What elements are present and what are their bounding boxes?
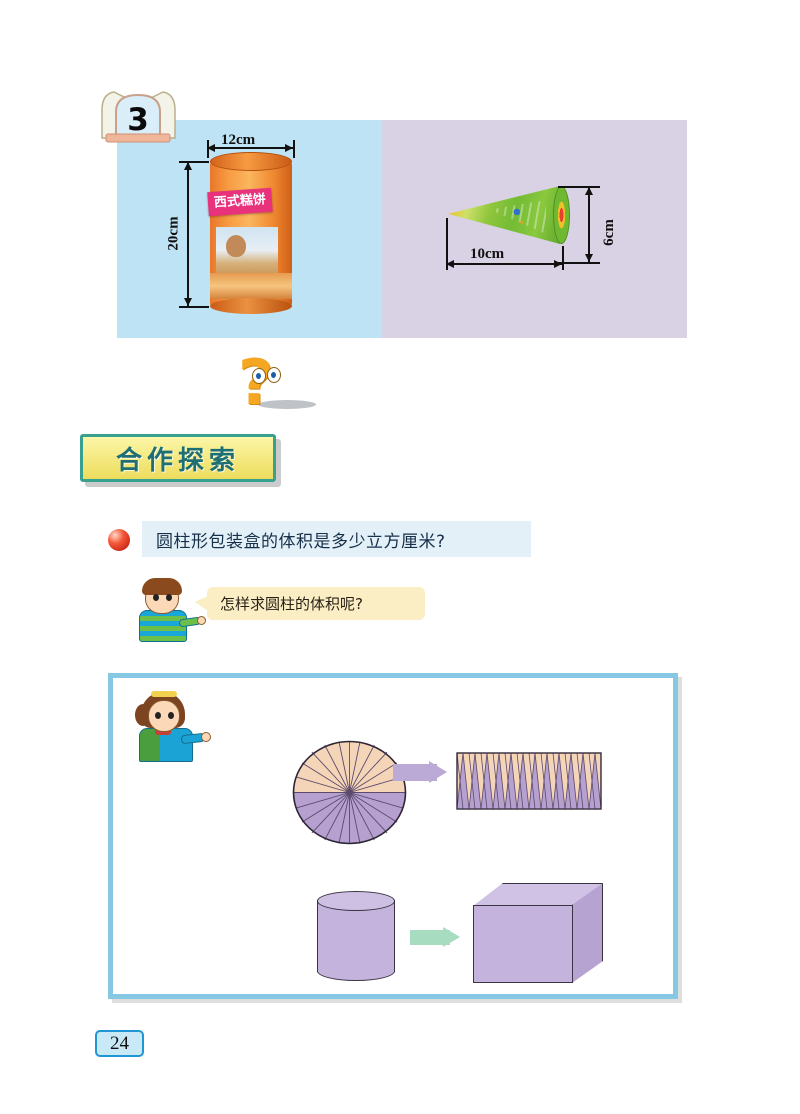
width-arrow-right-icon xyxy=(285,144,293,152)
exploration-diagram-box xyxy=(108,673,678,999)
cylinder-top xyxy=(317,891,395,911)
cookie-can-illustration: 西式糕饼 xyxy=(207,152,292,314)
girl-character xyxy=(135,690,211,762)
height-arrow-down-icon xyxy=(184,298,192,306)
transform-arrow-solid-icon xyxy=(410,927,462,954)
height-arrow-up-icon xyxy=(184,162,192,170)
boy-eye-right-icon xyxy=(166,594,172,601)
cylinder-solid xyxy=(317,891,395,981)
arrow-shaft xyxy=(410,930,450,945)
question-box: 圆柱形包装盒的体积是多少立方厘米? xyxy=(142,521,531,557)
cooperative-exploration-banner: 合作探索 xyxy=(80,434,276,482)
boy-speech-bubble: 怎样求圆柱的体积呢? xyxy=(195,587,425,620)
page-number: 24 xyxy=(95,1030,144,1057)
can-bottom-stripe xyxy=(210,273,292,299)
cone-height-arrow-down-icon xyxy=(585,254,593,262)
question-bullet-icon xyxy=(108,529,130,551)
mascot-shadow xyxy=(258,400,316,409)
rearranged-sectors-svg xyxy=(456,752,602,810)
badge-arch-icon: 3 xyxy=(101,91,176,143)
cone-height-dimension-line xyxy=(588,188,590,262)
mascot-eye-right-icon xyxy=(267,367,281,383)
banner-title: 合作探索 xyxy=(115,445,240,476)
height-tick-top xyxy=(179,161,209,163)
cone-length-arrow-left-icon xyxy=(446,260,454,268)
boy-eye-left-icon xyxy=(153,594,159,601)
girl-eye-left-icon xyxy=(155,712,161,719)
can-picture-art xyxy=(216,227,278,279)
section-number-text: 3 xyxy=(127,102,149,138)
mascot-eye-left-icon xyxy=(252,368,266,384)
arrow-head xyxy=(429,761,447,783)
cone-height-arrow-up-icon xyxy=(585,187,593,195)
photo-strip: 西式糕饼 12cm 20cm xyxy=(117,120,687,338)
sectored-circle-diagram xyxy=(292,740,407,845)
arrow-shaft xyxy=(393,764,437,781)
boy-hand xyxy=(197,616,206,625)
girl-face xyxy=(148,700,180,732)
width-dimension-line xyxy=(209,147,293,149)
cone-length-tick-left xyxy=(446,218,448,270)
cylinder-height-label: 20cm xyxy=(165,216,182,251)
height-tick-bottom xyxy=(179,306,209,308)
question-mark-mascot: ? xyxy=(238,352,318,418)
cone-diameter-label: 6cm xyxy=(600,219,617,246)
boy-character xyxy=(137,578,206,642)
width-tick-right xyxy=(293,140,295,158)
cone-photo-panel: 6cm 10cm xyxy=(382,120,687,338)
girl-hand xyxy=(201,732,211,742)
speech-bubble-text: 怎样求圆柱的体积呢? xyxy=(220,595,363,613)
cuboid-solid xyxy=(473,883,603,983)
width-arrow-left-icon xyxy=(207,144,215,152)
cone-length-tick-right xyxy=(562,246,564,270)
arrow-head xyxy=(443,927,460,947)
cuboid-front-face xyxy=(473,905,573,983)
cylinder-side xyxy=(317,900,395,972)
boy-hair xyxy=(142,578,182,595)
cone-length-arrow-right-icon xyxy=(554,260,562,268)
cone-illustration xyxy=(448,186,570,256)
cone-open-face xyxy=(553,186,570,244)
height-dimension-line xyxy=(187,163,189,306)
section-number-badge: 3 xyxy=(92,88,185,146)
can-base xyxy=(210,298,292,314)
can-body xyxy=(210,161,292,307)
cone-height-tick-bottom xyxy=(558,262,600,264)
sectored-circle-svg xyxy=(292,740,407,845)
cone-height-tick-top xyxy=(558,186,600,188)
question-text: 圆柱形包装盒的体积是多少立方厘米? xyxy=(156,531,446,552)
cylinder-width-label: 12cm xyxy=(221,132,256,148)
can-product-label: 西式糕饼 xyxy=(207,187,273,217)
cone-length-label: 10cm xyxy=(470,246,505,262)
girl-eye-right-icon xyxy=(168,712,174,719)
cylinder-photo-panel: 西式糕饼 12cm 20cm xyxy=(117,120,382,338)
rearranged-sectors-rectangle xyxy=(456,752,602,810)
girl-hairband xyxy=(151,691,177,697)
cone-length-dimension-line xyxy=(448,263,562,265)
boy-body xyxy=(139,610,187,642)
can-lid xyxy=(210,152,292,171)
transform-arrow-circle-icon xyxy=(393,761,449,790)
